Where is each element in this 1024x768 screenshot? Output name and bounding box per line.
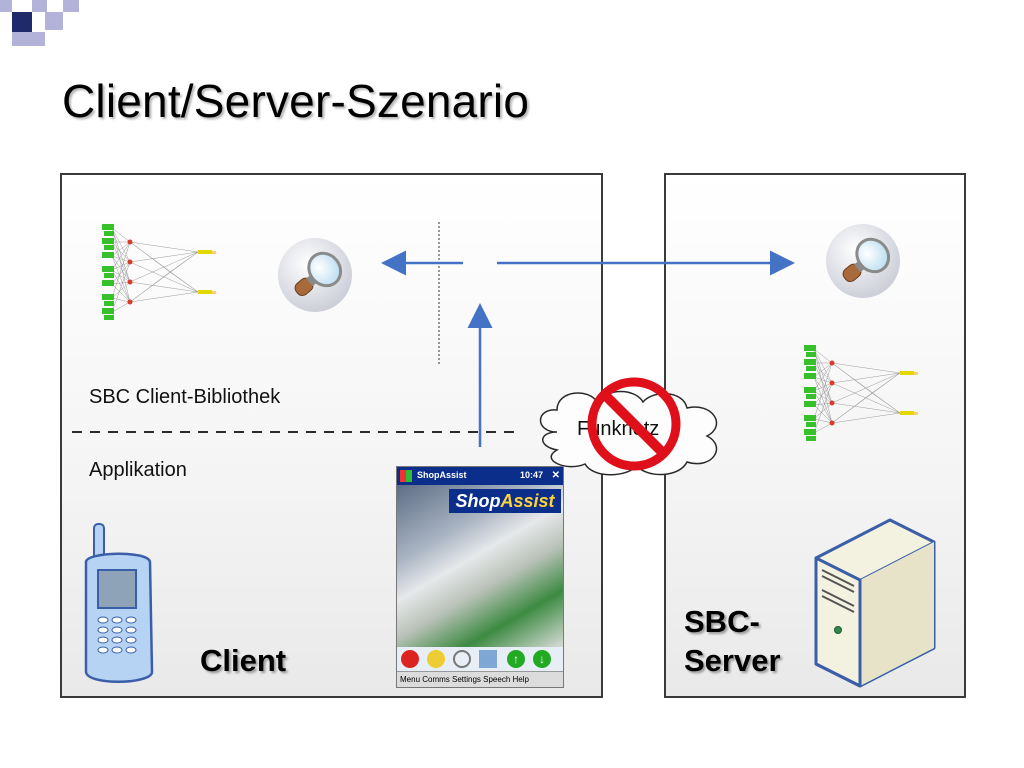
server-magnifier-icon [826, 224, 900, 298]
pda-toolbar: ↑ ↓ [397, 647, 563, 671]
pda-time: 10:47 [519, 470, 543, 480]
corner-square-6 [32, 32, 45, 46]
pda-title-bar: ShopAssist 10:47 ✕ [397, 467, 563, 485]
corner-square-7 [12, 32, 32, 46]
corner-square-2 [12, 12, 32, 32]
corner-square-5 [63, 0, 79, 12]
pda-down-button[interactable]: ↓ [533, 650, 551, 668]
pda-brand-suffix: Assist [500, 491, 555, 511]
pda-brand: ShopAssist [449, 489, 561, 513]
application-label: Applikation [89, 459, 187, 481]
pda-app-title: ShopAssist [417, 470, 467, 480]
pda-close-icon: ✕ [551, 470, 560, 481]
pda-search-button[interactable] [453, 650, 471, 668]
pda-brand-prefix: Shop [455, 491, 501, 511]
pda-stop-button[interactable] [401, 650, 419, 668]
client-magnifier-icon [278, 238, 352, 312]
windows-flag-icon [400, 470, 412, 482]
server-label-line1: SBC- [684, 604, 760, 639]
corner-square-3 [32, 0, 47, 12]
corner-square-1 [0, 0, 12, 12]
pda-up-button[interactable]: ↑ [507, 650, 525, 668]
pda-grid-button[interactable] [479, 650, 497, 668]
client-label: Client [200, 643, 287, 678]
client-library-label: SBC Client-Bibliothek [89, 386, 281, 408]
pda-smiley-button[interactable] [427, 650, 445, 668]
client-neural-network-icon [102, 224, 216, 320]
server-label-line2: Server [684, 643, 781, 678]
server-tower-icon [814, 518, 936, 688]
server-neural-network-icon [804, 345, 918, 441]
slide-title: Client/Server-Szenario [62, 75, 530, 127]
prohibited-icon [587, 377, 681, 471]
mobile-phone-icon [84, 523, 154, 683]
corner-square-4 [45, 12, 63, 30]
pda-menu-bar[interactable]: Menu Comms Settings Speech Help [397, 671, 563, 687]
pda-screenshot: ShopAssist 10:47 ✕ ShopAssist ↑ ↓ Menu C… [396, 466, 564, 688]
